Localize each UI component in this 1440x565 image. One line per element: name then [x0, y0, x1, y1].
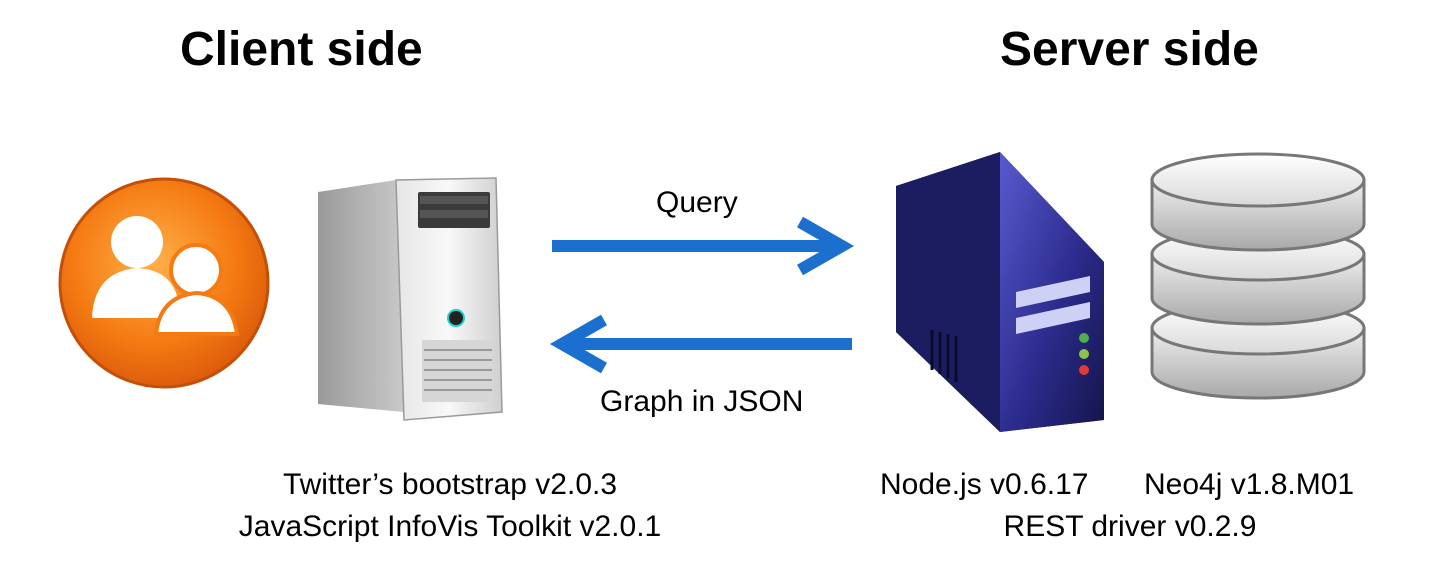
neo4j-label: Neo4j v1.8.M01	[1144, 468, 1355, 501]
nodejs-label: Node.js v0.6.17	[880, 468, 1089, 501]
query-label: Query	[656, 186, 738, 219]
users-icon	[58, 177, 270, 389]
server-icon	[896, 152, 1104, 432]
desktop-tower-icon	[318, 177, 503, 421]
database-icon	[1150, 152, 1366, 400]
client-side-heading: Client side	[180, 23, 423, 76]
query-arrow	[552, 216, 855, 276]
response-label: Graph in JSON	[600, 385, 804, 418]
rest-driver-label: REST driver v0.2.9	[1003, 510, 1257, 543]
server-side-heading: Server side	[1000, 23, 1259, 76]
response-arrow	[549, 314, 852, 374]
client-label-line2: JavaScript InfoVis Toolkit v2.0.1	[238, 510, 662, 543]
client-label-line1: Twitter’s bootstrap v2.0.3	[282, 468, 618, 501]
